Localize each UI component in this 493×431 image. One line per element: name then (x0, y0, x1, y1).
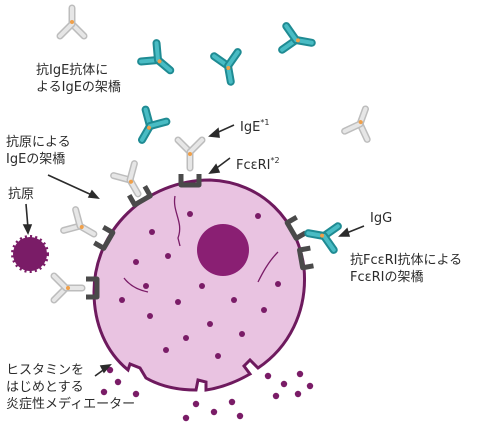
label-line: FcεRIの架橋 (350, 270, 424, 285)
released-mediators (100, 366, 314, 422)
label-line: 炎症性メディエーター (6, 397, 136, 412)
signal-track (257, 251, 279, 283)
ige-antibody (60, 8, 84, 36)
ige-label: IgE*1 (240, 114, 269, 136)
anti-ige-antibody (214, 52, 242, 84)
label-line: IgEの架橋 (6, 152, 66, 167)
anti-ige-antibody (141, 43, 178, 79)
mediator-label: ヒスタミンを はじめとする 炎症性メディエーター (6, 362, 135, 413)
anti-fceri-antibody (306, 221, 338, 249)
fceri-receptor (300, 248, 314, 268)
label-line: よるIgEの架橋 (36, 80, 121, 95)
fceri-receptor (86, 279, 97, 297)
fceri-text: FcεRI (236, 158, 271, 173)
anti-ige-antibody (132, 110, 167, 146)
ige-text: IgE (240, 120, 261, 135)
label-line: 抗FcεRI抗体による (350, 253, 463, 268)
anti-fceri-crosslink-label: 抗FcεRI抗体による FcεRIの架橋 (350, 252, 462, 286)
fceri-label: FcεRI*2 (236, 152, 280, 174)
label-line: 抗原による (6, 135, 71, 150)
igg-label: IgG (370, 210, 392, 227)
ige-antibody (178, 140, 202, 168)
pointer-arrows (22, 124, 365, 377)
nucleus (197, 224, 249, 276)
anti-ige-crosslink-label: 抗IgE抗体に よるIgEの架橋 (36, 62, 121, 96)
ige-antibody (345, 105, 377, 140)
antigen-label: 抗原 (8, 186, 34, 203)
fceri-footnote: *2 (270, 156, 280, 165)
igg-text: IgG (370, 211, 393, 226)
antigen-text: 抗原 (8, 187, 35, 202)
ige-antibody (54, 276, 82, 300)
antigen-crosslink-label: 抗原による IgEの架橋 (6, 134, 71, 168)
label-line: 抗IgE抗体に (36, 63, 109, 78)
label-line: ヒスタミンを (6, 363, 85, 378)
antigen-particle (11, 235, 49, 273)
ige-footnote: *1 (260, 118, 270, 127)
signal-track (173, 195, 181, 247)
anti-ige-antibody (282, 26, 314, 54)
label-line: はじめとする (6, 380, 84, 395)
granules (119, 211, 281, 359)
signal-track (123, 277, 149, 293)
ige-antibody (64, 210, 100, 245)
